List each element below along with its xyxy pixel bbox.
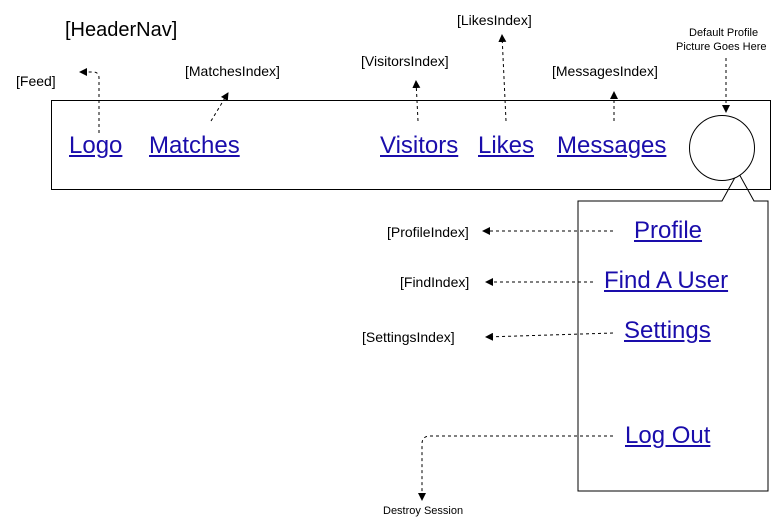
target-feed: [Feed] <box>16 73 56 89</box>
nav-link-logo[interactable]: Logo <box>69 132 123 159</box>
target-profile-index: [ProfileIndex] <box>387 224 469 240</box>
target-messages-index: [MessagesIndex] <box>552 63 658 79</box>
arrow-visitors-to-index <box>412 80 421 122</box>
profile-avatar[interactable] <box>689 115 755 181</box>
target-matches-index: [MatchesIndex] <box>185 63 280 79</box>
nav-link-likes[interactable]: Likes <box>478 132 535 159</box>
logout-target-destroy-session: Destroy Session <box>383 505 464 517</box>
dropdown-panel-shape <box>577 170 769 492</box>
dropdown-log-out-link[interactable]: Log Out <box>625 422 711 449</box>
arrow-logo-to-feed <box>79 68 100 133</box>
dropdown-find-user-link[interactable]: Find A User <box>604 267 729 294</box>
target-find-index: [FindIndex] <box>400 274 470 290</box>
target-likes-index: [LikesIndex] <box>457 12 532 28</box>
nav-link-messages[interactable]: Messages <box>557 132 667 159</box>
dropdown-profile-link[interactable]: Profile <box>634 217 703 244</box>
target-visitors-index: [VisitorsIndex] <box>361 53 449 69</box>
nav-link-matches[interactable]: Matches <box>149 132 240 159</box>
target-settings-index: [SettingsIndex] <box>362 329 455 345</box>
arrow-likes-to-index <box>498 34 507 122</box>
dropdown-settings-link[interactable]: Settings <box>624 317 711 344</box>
nav-link-visitors[interactable]: Visitors <box>380 132 459 159</box>
avatar-note-line1: Default Profile <box>689 27 759 39</box>
header-nav-bar <box>51 100 771 190</box>
avatar-note-line2: Picture Goes Here <box>676 41 767 53</box>
diagram-title: [HeaderNav] <box>65 19 178 41</box>
